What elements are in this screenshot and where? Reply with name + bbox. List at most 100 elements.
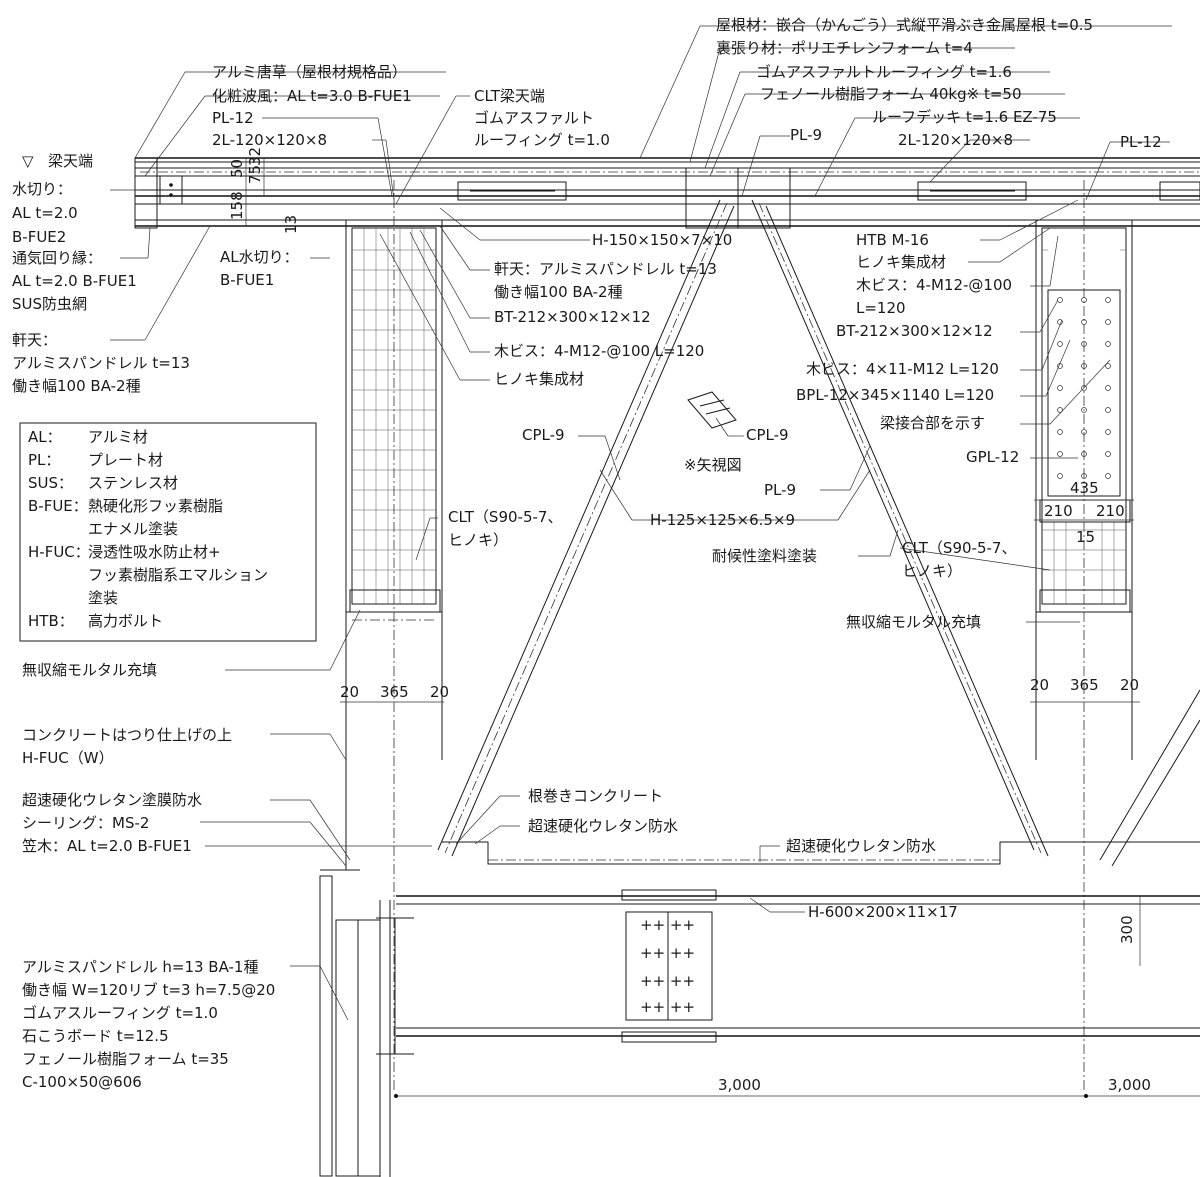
dim-3000a: 3,000 xyxy=(718,1076,761,1094)
label-mizukiri1: 水切り： xyxy=(12,180,72,198)
label-htb: HTB M-16 xyxy=(856,231,929,249)
legend-value: 高力ボルト xyxy=(88,612,163,630)
legend: AL：アルミ材PL：プレート材SUS：ステンレス材B-FUE：熱硬化形フッ素樹脂… xyxy=(19,422,317,642)
left-clt-column xyxy=(345,180,443,1090)
dim-75: 75 xyxy=(246,165,264,184)
label-kesho: 化粧波風：AL t=3.0 B-FUE1 xyxy=(212,87,412,105)
label-konkuri1: コンクリートはつり仕上げの上 xyxy=(22,726,232,744)
dim-158: 158 xyxy=(228,191,246,220)
label-mokubisu-r1: 木ビス：4-M12-@100 xyxy=(856,276,1012,294)
label-ryou: 梁接合部を示す xyxy=(880,414,985,432)
legend-key: SUS： xyxy=(28,474,73,492)
legend-value: 浸透性吸水防止材+ xyxy=(88,543,221,561)
label-hinoki-left: ヒノキ集成材 xyxy=(494,370,584,388)
label-clt-top: CLT梁天端 xyxy=(474,87,545,105)
label-cpl9-left: CPL-9 xyxy=(522,426,565,444)
label-noki-c2: 働き幅100 BA-2種 xyxy=(494,283,623,301)
svg-text:++ ++: ++ ++ xyxy=(640,972,695,990)
label-tsuki3: SUS防虫網 xyxy=(12,295,87,313)
dim-32: 32 xyxy=(246,147,264,166)
legend-value: エナメル塗装 xyxy=(88,520,178,538)
label-span6: C-100×50@606 xyxy=(22,1073,142,1091)
label-urethan-right: 超速硬化ウレタン防水 xyxy=(786,837,936,855)
legend-value: 塗装 xyxy=(88,589,118,607)
label-h125: H-125×125×6.5×9 xyxy=(650,511,795,529)
annotations: 屋根材：嵌合（かんごう）式縦平滑ぶき金属屋根 t=0.5 裏張り材：ポリエチレン… xyxy=(12,16,1162,1091)
dimension-text: 50 75 32 158 13 20 365 20 20 365 20 435 … xyxy=(228,147,1151,1094)
label-pl12-left: PL-12 xyxy=(212,109,254,127)
label-urethan1: 超速硬化ウレタン塗膜防水 xyxy=(22,791,202,809)
svg-text:++ ++: ++ ++ xyxy=(640,916,695,934)
dim-435: 435 xyxy=(1070,479,1099,497)
label-mortar-left: 無収縮モルタル充填 xyxy=(22,661,157,679)
bolt-grid xyxy=(1057,297,1111,479)
label-kasagi: 笠木：AL t=2.0 B-FUE1 xyxy=(22,837,192,855)
label-tsuki2: AL t=2.0 B-FUE1 xyxy=(12,272,137,290)
label-mortar-right: 無収縮モルタル充填 xyxy=(846,613,981,631)
label-noki-l2: アルミスパンドレル t=13 xyxy=(12,354,190,372)
label-noki-c1: 軒天：アルミスパンドレル t=13 xyxy=(494,260,717,278)
right-clt-column xyxy=(1035,180,1133,1090)
legend-value: ステンレス材 xyxy=(88,474,178,492)
label-span5: フェノール樹脂フォーム t=35 xyxy=(22,1050,229,1068)
label-konkuri2: H-FUC（W） xyxy=(22,749,114,767)
dimension-lines xyxy=(245,158,1200,1098)
label-bpl: BPL-12×345×1140 L=120 xyxy=(796,386,994,404)
label-beam-top: 梁天端 xyxy=(48,152,93,170)
label-clt-left1: CLT（S90-5-7、 xyxy=(448,508,562,526)
svg-text:++ ++: ++ ++ xyxy=(640,944,695,962)
svg-text:++ ++: ++ ++ xyxy=(640,998,695,1016)
dim-20a: 20 xyxy=(340,683,359,701)
label-al-mizukiri2: B-FUE1 xyxy=(220,271,274,289)
label-clt-left2: ヒノキ） xyxy=(448,531,508,549)
legend-value: フッ素樹脂系エマルション xyxy=(88,566,268,584)
label-noki-l1: 軒天： xyxy=(12,331,57,349)
label-pl9-top: PL-9 xyxy=(790,126,822,144)
label-top-back: 裏張り材：ポリエチレンフォーム t=4 xyxy=(716,39,973,57)
legend-key: B-FUE： xyxy=(28,497,88,515)
label-2l-left: 2L-120×120×8 xyxy=(212,131,327,149)
legend-value: 熱硬化形フッ素樹脂 xyxy=(88,497,223,515)
legend-key: PL： xyxy=(28,451,60,469)
label-bt-right: BT-212×300×12×12 xyxy=(836,322,993,340)
dim-13: 13 xyxy=(282,215,300,234)
dim-50: 50 xyxy=(228,159,246,178)
label-hinoki-right: ヒノキ集成材 xyxy=(856,253,946,271)
dim-20c: 20 xyxy=(1030,676,1049,694)
legend-key: H-FUC： xyxy=(28,543,90,561)
label-clt-right1: CLT（S90-5-7、 xyxy=(902,539,1016,557)
dim-20d: 20 xyxy=(1120,676,1139,694)
svg-text:▽: ▽ xyxy=(22,152,34,170)
label-yashi: ※矢視図 xyxy=(684,456,742,474)
label-urethan-center: 超速硬化ウレタン防水 xyxy=(528,817,678,835)
dim-210a: 210 xyxy=(1044,502,1073,520)
label-al-mizukiri1: AL水切り： xyxy=(220,248,299,266)
label-pl9-center: PL-9 xyxy=(764,481,796,499)
roof-assembly xyxy=(134,157,1200,229)
label-top-roof: 屋根材：嵌合（かんごう）式縦平滑ぶき金属屋根 t=0.5 xyxy=(716,16,1093,34)
label-clt-rubber1: ゴムアスファルト xyxy=(474,109,594,127)
label-span2: 働き幅 W=120リブ t=3 h=7.5@20 xyxy=(22,981,275,999)
label-clt-right2: ヒノキ） xyxy=(902,562,962,580)
legend-key: HTB： xyxy=(28,612,74,630)
label-cpl9-center: CPL-9 xyxy=(746,426,789,444)
dim-300: 300 xyxy=(1118,915,1136,944)
legend-value: アルミ材 xyxy=(88,428,148,446)
dim-20b: 20 xyxy=(430,683,449,701)
label-clt-rubber2: ルーフィング t=1.0 xyxy=(474,131,610,149)
label-noki-l3: 働き幅100 BA-2種 xyxy=(12,377,141,395)
label-top-phenol: フェノール樹脂フォーム 40kg※ t=50 xyxy=(760,85,1022,103)
dim-15: 15 xyxy=(1076,528,1095,546)
steel-braces xyxy=(437,199,1200,867)
label-h150: H-150×150×7×10 xyxy=(592,231,732,249)
label-gpl: GPL-12 xyxy=(966,448,1019,466)
label-h600: H-600×200×11×17 xyxy=(808,903,958,921)
leader-lines xyxy=(110,25,1172,1021)
dim-3000b: 3,000 xyxy=(1108,1076,1151,1094)
dim-365b: 365 xyxy=(1070,676,1099,694)
label-taiko: 耐候性塗料塗装 xyxy=(712,547,817,565)
label-span3: ゴムアスルーフィング t=1.0 xyxy=(22,1004,218,1022)
left-wall xyxy=(319,760,391,1177)
label-top-rubber: ゴムアスファルトルーフィング t=1.6 xyxy=(756,63,1012,81)
